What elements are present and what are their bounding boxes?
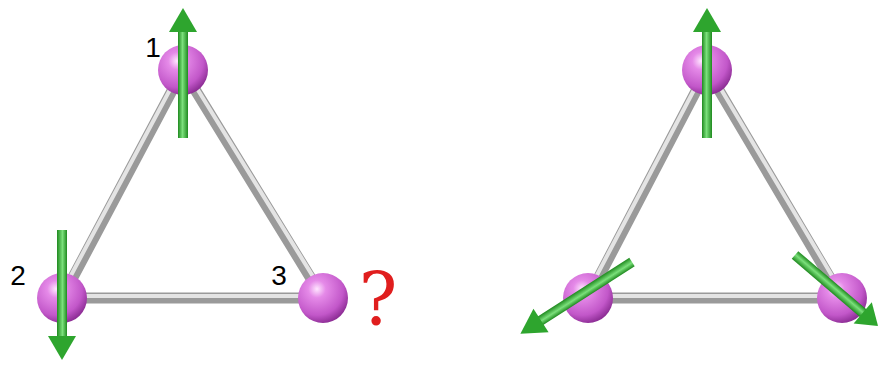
site-number: 3	[271, 262, 287, 290]
spin-arrows	[48, 8, 883, 360]
question-mark: ?	[359, 264, 398, 336]
bonds	[60, 69, 844, 298]
site-number: 2	[10, 262, 26, 290]
atoms	[37, 45, 867, 323]
site-number: 1	[145, 34, 161, 62]
